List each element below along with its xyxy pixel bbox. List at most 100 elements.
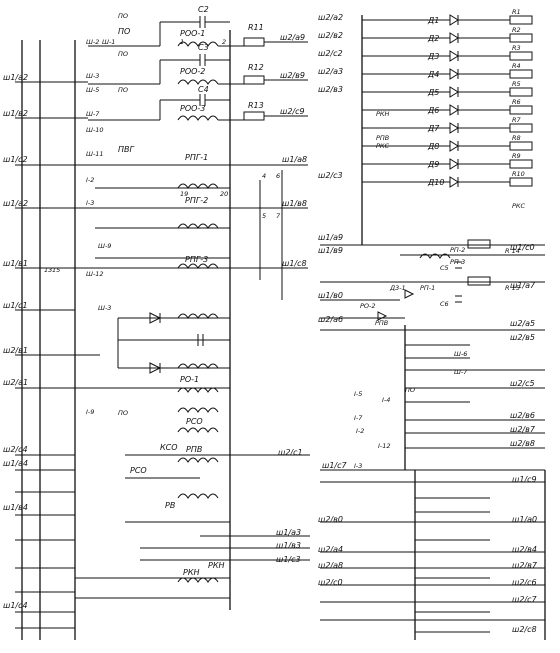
- relay-label: РОО-1: [180, 29, 205, 38]
- po-label: ПО: [405, 386, 415, 394]
- contact-label: I-2: [356, 427, 364, 435]
- capacitor-label: С2: [198, 5, 209, 14]
- relay-label: РОО-3: [180, 104, 205, 113]
- capacitor-label: С4: [198, 85, 209, 94]
- right-mid-block: [320, 239, 545, 321]
- contact-label: Ш-11: [86, 150, 104, 158]
- terminal-label: ш2/с8: [512, 625, 537, 634]
- resistor-symbol: [509, 69, 533, 79]
- resistor-label: R10: [512, 170, 525, 178]
- contact-label: Ш-9: [98, 242, 111, 250]
- rb-label: РВ: [165, 501, 175, 510]
- component-label: Д3-1: [389, 284, 406, 292]
- resistor-label: R13: [248, 101, 264, 110]
- resistor-symbol: [509, 51, 533, 61]
- component-label: РКН: [376, 110, 390, 118]
- resistor-symbol: [509, 105, 533, 115]
- relay-coil-label: РПГ-1: [185, 153, 208, 162]
- terminal-label: ш2/в4: [512, 545, 537, 554]
- schematic-labels: ш1/а2ш1/в2ш1/с2ш1/а2ш1/в1ш1/с1ш2/в1ш2/а1…: [3, 5, 538, 634]
- resistor-symbol: [509, 123, 533, 133]
- led-diode-symbol: [449, 68, 459, 80]
- contact-label: Ш-7: [454, 368, 468, 376]
- terminal-label: ш2/в7: [512, 561, 538, 570]
- contact-label: Ш-3: [86, 72, 99, 80]
- terminal-label: ш1/с9: [512, 475, 537, 484]
- contact-label: Ш-12: [86, 270, 104, 278]
- contact-label: I-2: [86, 176, 94, 184]
- relay-coil-label: РКН: [183, 568, 200, 577]
- rkn-label: РКН: [208, 561, 225, 570]
- capacitor-label: С3: [198, 43, 209, 52]
- rc-row-2: [15, 54, 308, 85]
- left-terminal-label: ш2/а1: [3, 378, 28, 387]
- component-label: С6: [440, 300, 449, 308]
- led-label: Д6: [427, 106, 439, 115]
- terminal-label: ш2/в8: [510, 439, 535, 448]
- resistor-symbol: [509, 141, 533, 151]
- pin-number: 20: [220, 190, 228, 198]
- led-diode-symbol: [449, 14, 459, 26]
- resistor-label: R5: [512, 80, 521, 88]
- terminal-label: ш2/с6: [512, 578, 537, 587]
- led-label: Д9: [427, 160, 439, 169]
- terminal-label: ш1/с7: [322, 461, 348, 470]
- relay-coil-label: РПГ-2: [185, 196, 208, 205]
- resistor-label: R12: [248, 63, 264, 72]
- terminal-label: ш1/в0: [318, 291, 343, 300]
- terminal-label: ш2/в7: [510, 425, 536, 434]
- led-diode-symbol: [449, 104, 459, 116]
- resistor-label: R2: [512, 26, 521, 34]
- left-terminal-label: ш1/а2: [3, 199, 28, 208]
- terminal-label: ш2/в9: [280, 71, 305, 80]
- contact-label: I-4: [382, 396, 390, 404]
- led-diode-symbol: [449, 122, 459, 134]
- left-terminal-label: ш2/в1: [3, 346, 28, 355]
- terminal-label: ш1/с8: [282, 259, 307, 268]
- left-terminal-label: ш1/а4: [3, 459, 28, 468]
- pin-number: 2: [222, 38, 226, 46]
- left-terminal-label: ш1/в4: [3, 503, 28, 512]
- pin-number: 5: [262, 212, 266, 220]
- led-diode-symbol: [449, 32, 459, 44]
- terminal-label: ш2/с3: [318, 171, 343, 180]
- led-diode-symbol: [449, 140, 459, 152]
- component-label: РКС: [376, 142, 390, 150]
- led-label: Д1: [427, 16, 439, 25]
- led-label: Д8: [427, 142, 439, 151]
- diode-block: [117, 312, 230, 374]
- pin-number: 13: [44, 266, 52, 274]
- led-label: Д10: [427, 178, 444, 187]
- left-terminal-label: ш1/в1: [3, 259, 28, 268]
- resistor-label: R9: [512, 152, 521, 160]
- terminal-label: ш2/с0: [318, 578, 343, 587]
- resistor-symbol: [509, 177, 533, 187]
- led-diode-symbol: [449, 86, 459, 98]
- left-lower-lines: [15, 309, 230, 629]
- contact-label: I-7: [354, 414, 363, 422]
- pin-number: 1: [180, 38, 184, 46]
- contact-label: Ш-1: [102, 38, 115, 46]
- terminal-label: ш1/в8: [282, 199, 307, 208]
- pin-number: 6: [276, 172, 280, 180]
- left-terminal-label: ш1/с2: [3, 155, 28, 164]
- contact-label: I-12: [378, 442, 391, 450]
- rc-row-3: [15, 94, 308, 121]
- left-terminal-label: ш1/а2: [3, 73, 28, 82]
- terminal-label: ш2/а5: [510, 319, 535, 328]
- relay-coil-label: РПГ-3: [185, 255, 208, 264]
- terminal-label: ш1/с0: [510, 243, 535, 252]
- contact-label: Ш-2: [86, 38, 99, 46]
- contact-label: Ш-5: [86, 86, 99, 94]
- terminal-label: ш2/а3: [318, 67, 343, 76]
- component-label: С5: [440, 264, 449, 272]
- left-terminal-label: ш1/с1: [3, 301, 28, 310]
- led-diode-symbol: [449, 50, 459, 62]
- pvg-rows: [15, 164, 308, 300]
- component-label: РПВ: [376, 134, 390, 142]
- terminal-label: ш1/а3: [276, 528, 301, 537]
- rc-row-1: [88, 16, 308, 47]
- right-contact-rows: [320, 329, 545, 471]
